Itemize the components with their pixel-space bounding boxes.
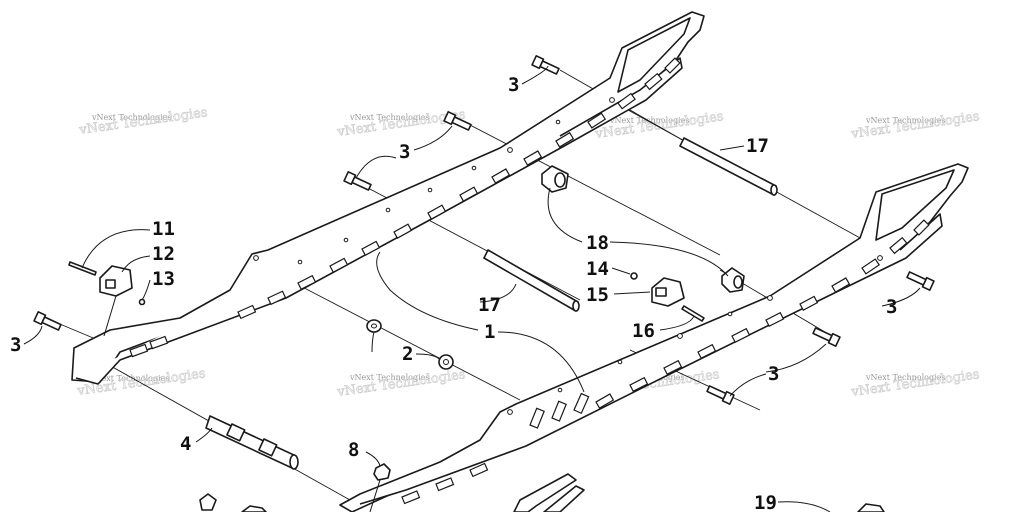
watermark: vNext Technologies [865,373,945,382]
callouts: 3 3 3 3 3 11 12 13 17 17 18 14 15 16 1 2… [10,74,897,512]
callout-8: 8 [348,439,359,461]
callout-3: 3 [886,296,897,318]
watermark: vNext Technologies [849,109,980,142]
bolt [706,385,735,405]
callout-12: 12 [152,243,175,265]
slide-strip [513,473,585,512]
watermark: vNext Technologies [349,113,429,122]
callout-17: 17 [478,294,501,316]
rail-upper-slots [129,57,681,358]
rail-lower-holes [507,255,883,415]
watermark: vNext Technologies [89,374,169,383]
rail-upper [71,11,705,385]
bolt [343,171,372,191]
watermark: vNext Technologies [77,105,208,138]
watermark: vNext Technologies [865,116,945,125]
bolt [33,311,62,331]
watermark: vNext Technologies [91,113,171,122]
small-parts [68,165,885,512]
callout-15: 15 [586,284,609,306]
callout-16: 16 [632,320,655,342]
callout-17: 17 [746,135,769,157]
callout-3: 3 [399,141,410,163]
callout-3: 3 [508,74,519,96]
callout-13: 13 [152,268,175,290]
bolt [531,55,560,75]
bolt [812,327,841,347]
watermark: vNext Technologies [349,373,429,382]
callout-1: 1 [484,321,495,343]
callout-3: 3 [10,334,21,356]
cross-shafts [205,137,778,470]
callout-11: 11 [152,218,175,240]
bolt [443,111,472,131]
rail-lower-slots [401,219,930,505]
leader-lines [23,65,921,512]
rail-upper-holes [253,97,615,265]
callout-3: 3 [768,363,779,385]
callout-4: 4 [180,433,191,455]
callout-14: 14 [586,258,609,280]
callout-18: 18 [586,232,609,254]
rail-lower [339,163,969,512]
bolt [906,271,935,291]
callout-2: 2 [402,343,413,365]
callout-19: 19 [754,492,777,512]
